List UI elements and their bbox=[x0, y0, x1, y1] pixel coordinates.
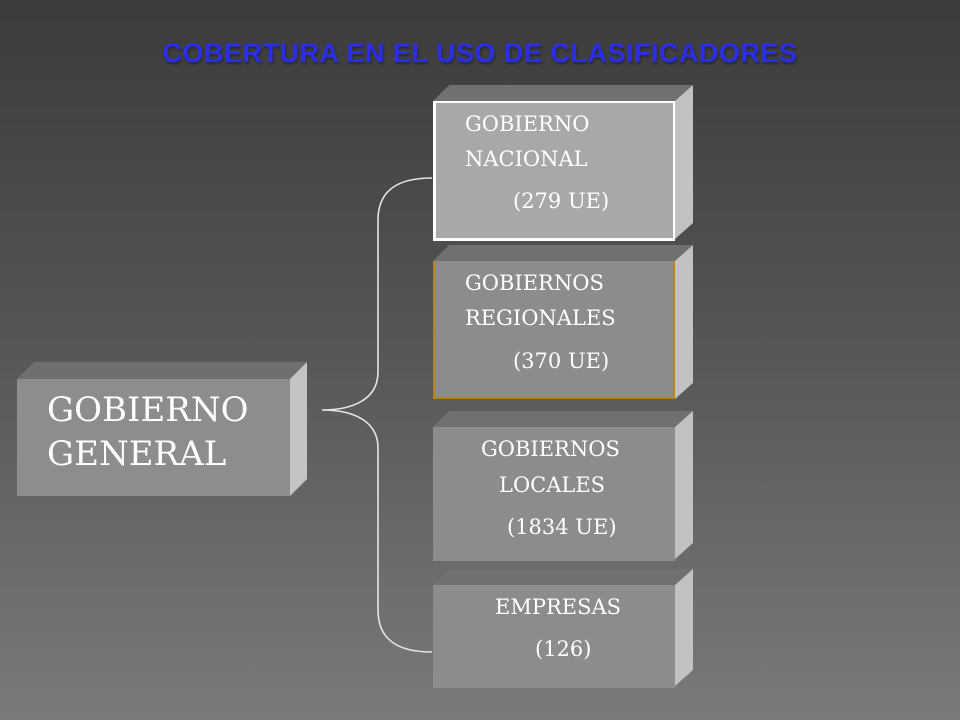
child-node-shape bbox=[433, 569, 693, 688]
child-node-gobierno-nacional: GOBIERNO NACIONAL (279 UE) bbox=[433, 85, 693, 241]
root-node-line1: GOBIERNO bbox=[47, 390, 249, 430]
child-node-count: (279 UE) bbox=[513, 189, 610, 213]
page-title: COBERTURA EN EL USO DE CLASIFICADORES bbox=[162, 38, 798, 68]
root-node-gobierno-general: GOBIERNO GENERAL bbox=[17, 362, 307, 496]
child-node-empresas: EMPRESAS (126) bbox=[433, 569, 693, 688]
child-node-count: (126) bbox=[535, 637, 592, 661]
child-node-count: (1834 UE) bbox=[507, 515, 617, 539]
child-node-shape bbox=[433, 245, 693, 399]
child-node-line1: GOBIERNO bbox=[465, 112, 590, 136]
child-node-shape bbox=[433, 85, 693, 241]
child-node-line1: EMPRESAS bbox=[495, 595, 622, 619]
child-node-count: (370 UE) bbox=[513, 349, 610, 373]
child-node-line2: REGIONALES bbox=[465, 306, 616, 330]
child-node-line2: NACIONAL bbox=[465, 147, 588, 171]
child-node-shape bbox=[433, 411, 693, 561]
child-node-line2: LOCALES bbox=[499, 473, 606, 497]
child-node-line1: GOBIERNOS bbox=[481, 437, 620, 461]
root-node-line2: GENERAL bbox=[47, 434, 227, 474]
child-node-line1: GOBIERNOS bbox=[465, 271, 604, 295]
root-node-shape bbox=[17, 362, 307, 496]
child-node-gobiernos-locales: GOBIERNOS LOCALES (1834 UE) bbox=[433, 411, 693, 561]
child-node-gobiernos-regionales: GOBIERNOS REGIONALES (370 UE) bbox=[433, 245, 693, 401]
